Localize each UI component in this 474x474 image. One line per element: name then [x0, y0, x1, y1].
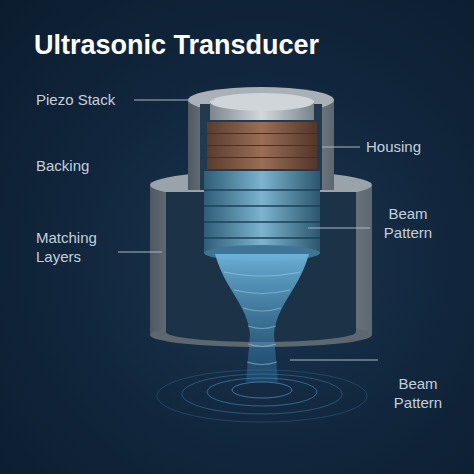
leader-line: [308, 227, 370, 228]
piezo-disk: [207, 134, 317, 145]
layer-seam: [204, 221, 320, 223]
part-label: Housing: [366, 137, 446, 156]
wave-ring: [232, 382, 292, 398]
layer-seam: [204, 237, 320, 239]
part-label: Beam Pattern: [382, 374, 454, 412]
wave-ring: [207, 378, 317, 406]
beam-ripples: [224, 272, 300, 365]
part-label: Piezo Stack: [36, 90, 146, 109]
leader-line: [290, 359, 378, 360]
piezo-disk: [207, 158, 317, 169]
wave-rings: [157, 370, 367, 422]
wave-ring: [157, 370, 367, 422]
layer-seam: [204, 205, 320, 207]
part-label: Matching Layers: [36, 228, 116, 266]
diagram-title: Ultrasonic Transducer: [34, 30, 319, 61]
beam: [215, 254, 309, 382]
backing-layer: [204, 171, 320, 253]
layer-seam: [204, 189, 320, 191]
wave-ring: [182, 374, 342, 414]
part-label: Beam Pattern: [372, 204, 444, 242]
piezo-disk: [207, 146, 317, 157]
piezo-disk: [207, 122, 317, 133]
leader-line: [118, 251, 162, 252]
leader-line: [134, 99, 215, 100]
piezo-stack: [207, 93, 317, 169]
leader-lines: [118, 100, 378, 360]
beam-cone: [215, 254, 309, 382]
matching-layers: [204, 171, 320, 261]
leader-line: [322, 146, 360, 147]
electrode-cap-top: [210, 93, 314, 111]
part-label: Backing: [36, 156, 126, 175]
